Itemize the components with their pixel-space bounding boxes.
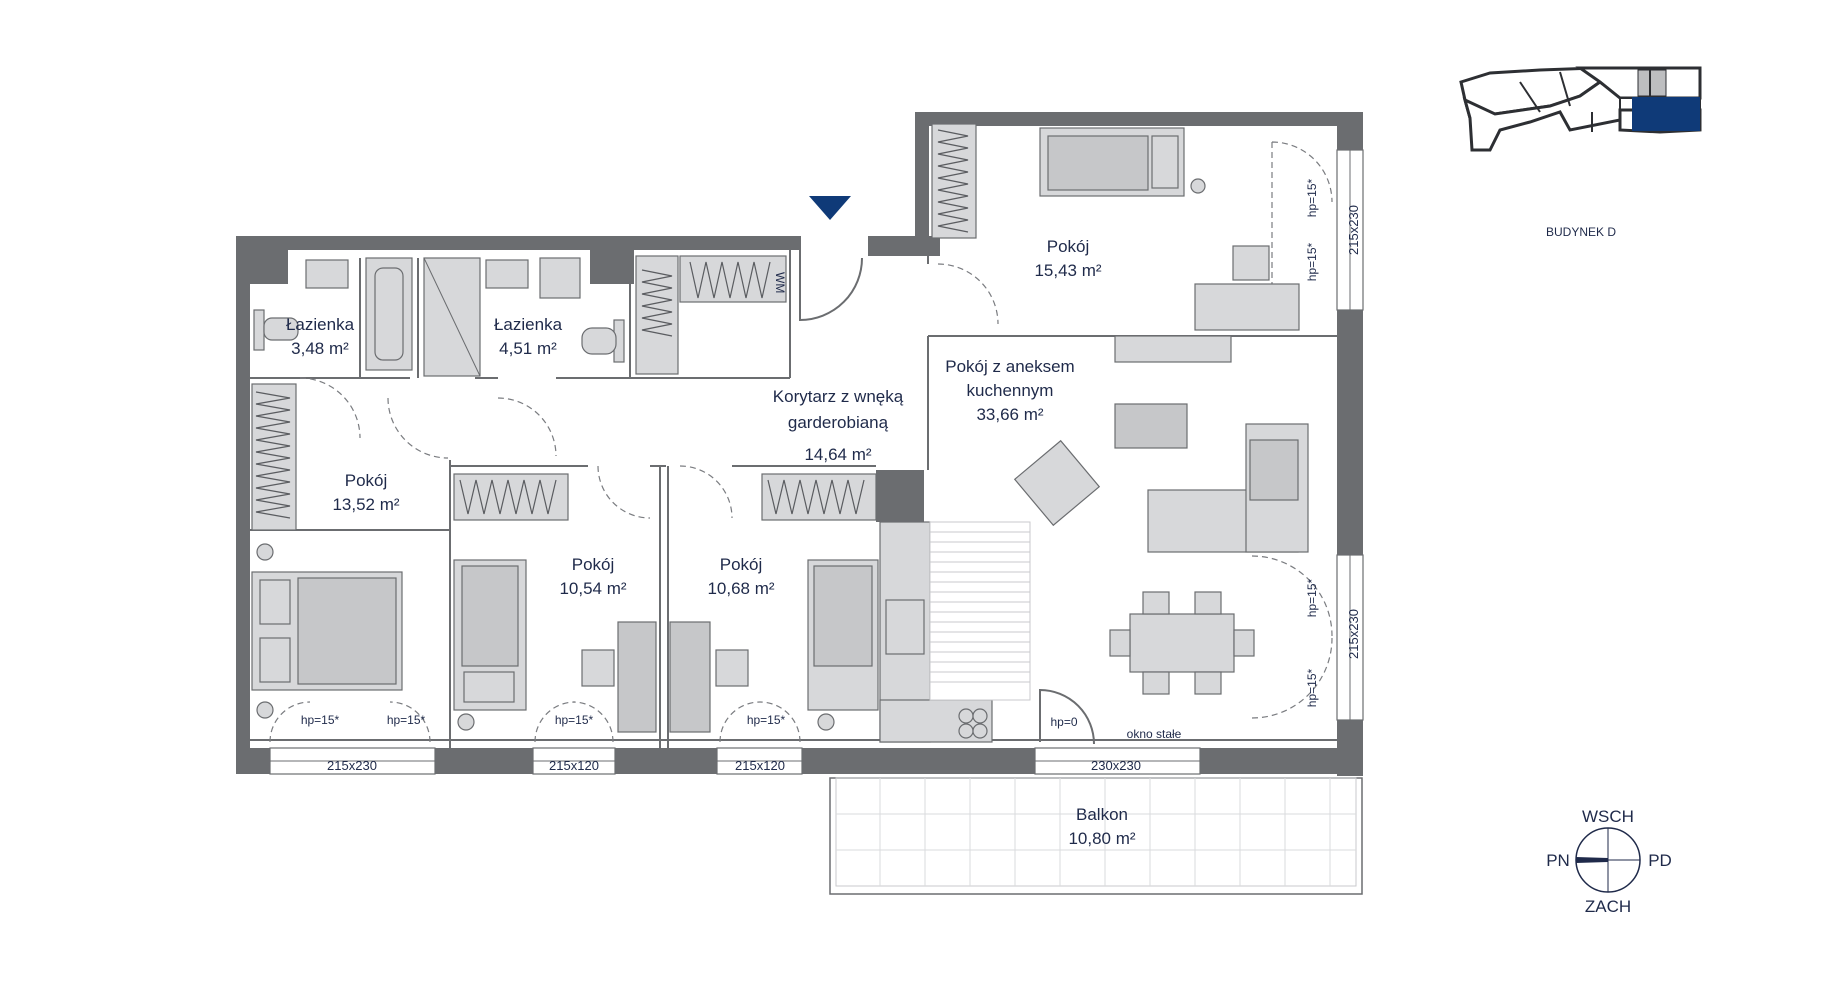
fixed-window-label: okno stałe (1127, 727, 1182, 741)
room-name: Balkon (1076, 805, 1128, 824)
room-area: 3,48 m² (291, 339, 349, 358)
compass-label-top: WSCH (1582, 807, 1634, 826)
hp-label: hp=15* (555, 713, 594, 727)
window-dimensions: 215x230 215x120 215x120 230x230 215x230 … (327, 205, 1361, 773)
balcony (829, 777, 1363, 895)
compass-label-left: PN (1546, 851, 1570, 870)
room-name: Pokój (720, 555, 763, 574)
window-dimension: 215x230 (327, 758, 377, 773)
room-area: 15,43 m² (1034, 261, 1101, 280)
hp-label: hp=15* (1305, 578, 1319, 617)
room-name: garderobianą (788, 413, 889, 432)
key-plan (1459, 66, 1702, 152)
hp-label: hp=0 (1050, 715, 1077, 729)
room-name: kuchennym (967, 381, 1054, 400)
key-plan-highlight (1632, 97, 1700, 131)
room-area: 10,80 m² (1068, 829, 1135, 848)
window-dimension: 215x120 (549, 758, 599, 773)
door-swings (269, 141, 1333, 745)
room-labels: Łazienka 3,48 m² Łazienka 4,51 m² Pokój … (286, 237, 1136, 848)
window-dimension: 215x230 (1346, 205, 1361, 255)
interior-walls (250, 250, 1340, 748)
hp-label: hp=15* (747, 713, 786, 727)
annotations: hp=15* hp=15* hp=15* hp=15* hp=0 okno st… (301, 178, 1319, 741)
building-label: BUDYNEK D (1546, 225, 1616, 239)
room-name: Pokój (572, 555, 615, 574)
room-name: Pokój (345, 471, 388, 490)
room-name: Korytarz z wnęką (773, 387, 904, 406)
compass-icon (1575, 827, 1641, 893)
hp-label: hp=15* (1305, 668, 1319, 707)
compass-label-right: PD (1648, 851, 1672, 870)
room-name: Łazienka (494, 315, 563, 334)
window-dimension: 230x230 (1091, 758, 1141, 773)
hp-label: hp=15* (301, 713, 340, 727)
hp-label: hp=15* (387, 713, 426, 727)
room-area: 10,54 m² (559, 579, 626, 598)
room-area: 10,68 m² (707, 579, 774, 598)
room-area: 14,64 m² (804, 445, 871, 464)
room-name: Łazienka (286, 315, 355, 334)
room-area: 13,52 m² (332, 495, 399, 514)
windows (269, 149, 1364, 775)
compass-label-bottom: ZACH (1585, 897, 1631, 916)
furniture: WM (251, 123, 1309, 743)
wm-label: WM (773, 272, 787, 293)
walls (236, 112, 1363, 776)
hp-label: hp=15* (1305, 242, 1319, 281)
room-name: Pokój (1047, 237, 1090, 256)
room-name: Pokój z aneksem (945, 357, 1074, 376)
entrance-arrow-icon (809, 196, 851, 220)
hp-label: hp=15* (1305, 178, 1319, 217)
room-area: 4,51 m² (499, 339, 557, 358)
window-dimension: 215x230 (1346, 609, 1361, 659)
window-dimension: 215x120 (735, 758, 785, 773)
room-area: 33,66 m² (976, 405, 1043, 424)
